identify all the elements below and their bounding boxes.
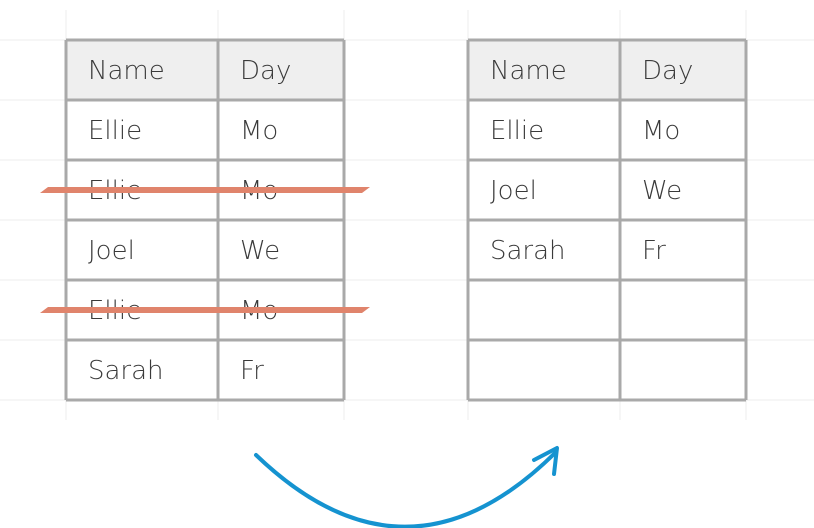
cell-name: Ellie <box>490 116 544 146</box>
duplicate-strikethroughs <box>40 187 370 313</box>
duplicate-strike <box>40 187 370 193</box>
cell-name: Joel <box>88 236 135 266</box>
header-name: Name <box>88 56 165 86</box>
cell-day: Mo <box>240 116 278 146</box>
cell-name: Sarah <box>88 356 164 386</box>
cell-name: Ellie <box>88 116 142 146</box>
cell-name: Joel <box>490 176 537 206</box>
cell-day: Fr <box>240 356 264 386</box>
duplicate-strike <box>40 307 370 313</box>
table-header-fill <box>468 40 746 100</box>
arrow-curve <box>254 450 558 528</box>
table-with-duplicates: NameDayEllieMoEllieMoJoelWeEllieMoSarahF… <box>64 38 346 402</box>
cell-day: We <box>642 176 682 206</box>
header-day: Day <box>642 56 693 86</box>
header-day: Day <box>240 56 291 86</box>
header-name: Name <box>490 56 567 86</box>
arrow-head-icon <box>532 446 559 476</box>
transform-arrow <box>254 446 559 528</box>
table-header-fill <box>66 40 344 100</box>
cell-name: Sarah <box>490 236 566 266</box>
cell-day: Mo <box>642 116 680 146</box>
cell-day: Fr <box>642 236 666 266</box>
cell-day: We <box>240 236 280 266</box>
